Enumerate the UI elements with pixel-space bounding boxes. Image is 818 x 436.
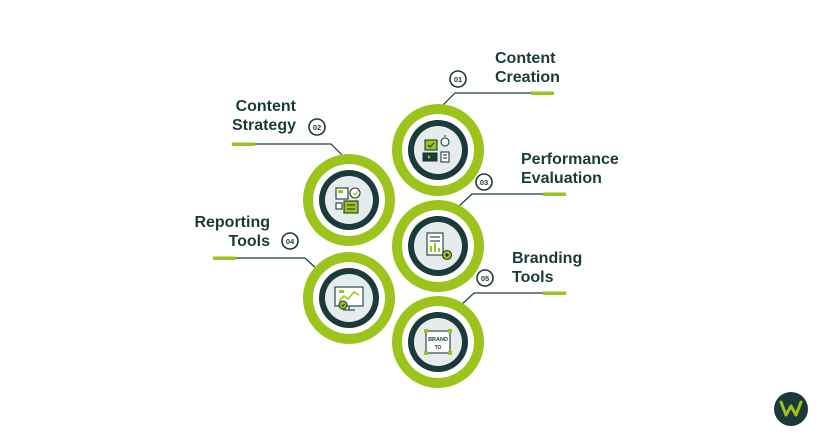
- underline-02: [232, 142, 255, 146]
- step-label-02-line2: Strategy: [231, 117, 296, 134]
- content-strategy-icon: [335, 187, 361, 214]
- company-logo-icon: [774, 392, 808, 426]
- step-label-05-line1: Branding: [512, 250, 583, 267]
- underline-bars: [213, 91, 566, 295]
- badge-04: 04: [281, 232, 299, 250]
- step-label-02: Content Strategy: [196, 97, 296, 135]
- connector-02: [232, 143, 346, 159]
- content-creation-icon: [422, 135, 450, 163]
- badge-05-text: 05: [481, 274, 489, 283]
- step-label-03: Performance Evaluation: [521, 150, 619, 188]
- number-badges: 01 02 03 04 05: [281, 70, 494, 287]
- badge-01-text: 01: [454, 75, 462, 84]
- brand-sub-text: TO: [435, 345, 442, 351]
- badge-03: 03: [475, 173, 493, 191]
- badge-04-text: 04: [286, 237, 295, 246]
- badge-05: 05: [476, 269, 494, 287]
- brand-text: BRAND: [428, 337, 448, 343]
- badge-01: 01: [449, 70, 467, 88]
- step-label-05-line2: Tools: [512, 269, 554, 286]
- step-label-04-line1: Reporting: [194, 214, 270, 231]
- underline-04: [213, 256, 236, 260]
- connector-03: [457, 193, 566, 208]
- step-label-04: Reporting Tools: [170, 213, 270, 251]
- underline-05: [543, 291, 566, 295]
- step-label-01-line1: Content: [495, 50, 556, 67]
- badge-02-text: 02: [313, 123, 321, 132]
- connector-04: [213, 257, 321, 273]
- performance-evaluation-icon: [426, 232, 453, 261]
- step-label-01: Content Creation: [495, 49, 560, 87]
- step-label-04-line2: Tools: [228, 233, 270, 250]
- step-label-01-line2: Creation: [495, 69, 560, 86]
- connector-01: [440, 92, 553, 108]
- step-label-02-line1: Content: [235, 98, 296, 115]
- underline-03: [543, 192, 566, 196]
- step-label-03-line2: Evaluation: [521, 170, 602, 187]
- reporting-tools-icon: [334, 286, 364, 311]
- underline-01: [531, 91, 554, 95]
- step-circle-02: [303, 154, 395, 246]
- badge-02: 02: [308, 118, 326, 136]
- step-label-03-line1: Performance: [521, 151, 619, 168]
- step-label-05: Branding Tools: [512, 249, 582, 287]
- connector-05: [459, 292, 566, 307]
- step-circle-01: [392, 104, 484, 196]
- badge-03-text: 03: [480, 178, 488, 187]
- branding-tools-icon: BRAND TO: [424, 329, 452, 355]
